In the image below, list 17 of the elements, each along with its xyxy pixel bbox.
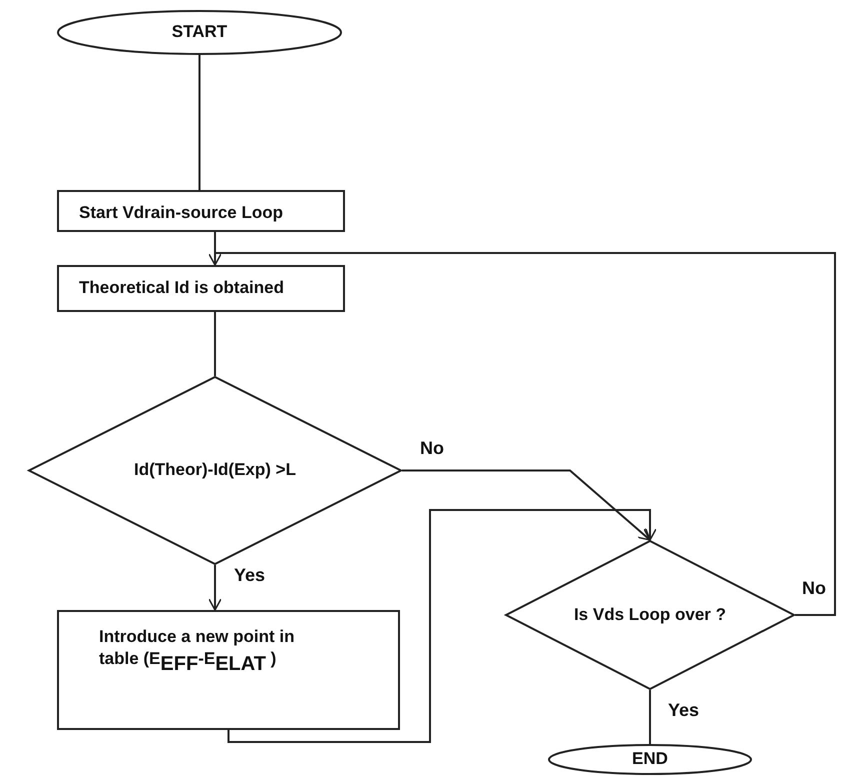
process-box xyxy=(57,265,345,312)
node-label: Theoretical Id is obtained xyxy=(79,277,284,299)
terminal-ellipse xyxy=(57,10,342,55)
connector-arrow xyxy=(228,509,657,743)
connector-arrow xyxy=(208,252,836,616)
decision-diamond xyxy=(505,540,795,690)
node-label: START xyxy=(172,21,228,44)
process-box xyxy=(57,190,345,232)
node-label: END xyxy=(632,748,668,770)
connector-arrow xyxy=(402,470,651,541)
decision-diamond xyxy=(28,376,402,565)
node-label: Is Vds Loop over ? xyxy=(574,604,726,626)
terminal-ellipse xyxy=(548,744,752,775)
node-label: Id(Theor)-Id(Exp) >L xyxy=(134,459,296,482)
connector-arrow xyxy=(208,565,222,611)
node-label: Start Vdrain-source Loop xyxy=(79,202,284,224)
process-box xyxy=(57,610,400,730)
